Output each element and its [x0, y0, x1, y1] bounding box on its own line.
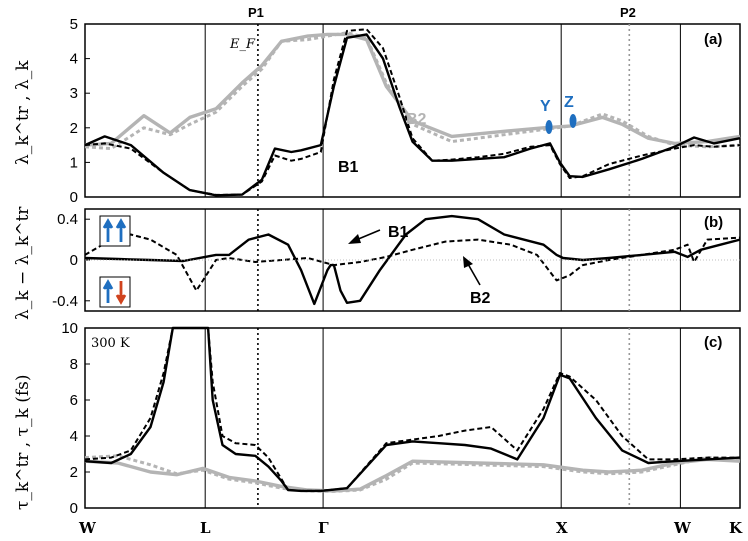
ytick-1-2: -0.4 — [52, 293, 78, 310]
panel-c-label: (c) — [704, 334, 722, 351]
ytick-2-2: 4 — [70, 428, 78, 445]
ylabel-c: τ_k^tr , τ_k (fs) — [13, 374, 33, 510]
high-symmetry-lines — [204, 24, 681, 508]
ytick-2-1: 2 — [70, 464, 78, 481]
series-0-b2 — [84, 32, 741, 147]
ytick-2-5: 10 — [61, 320, 78, 337]
x-label-k: K — [729, 519, 743, 537]
z-point-marker — [569, 114, 577, 128]
panel-c-frame — [84, 327, 741, 509]
ytick-2-3: 6 — [70, 392, 78, 409]
x-label-l: L — [200, 519, 211, 537]
panel-a-label: (a) — [704, 31, 722, 48]
b1-arrowhead — [348, 234, 361, 244]
y-ticks: 0 1 2 3 4 5 0.4 0 -0.4 0 2 4 6 8 10 — [52, 16, 90, 517]
spin-parallel-icon — [99, 215, 131, 247]
b2-arrowhead — [463, 256, 473, 268]
x-label-w: W — [78, 519, 97, 537]
ytick-1-0: 0.4 — [57, 211, 78, 228]
ytick-0-4: 4 — [70, 51, 78, 68]
x-label-gamma: Γ — [318, 519, 329, 537]
ytick-0-5: 5 — [70, 16, 78, 33]
fermi-label: E_F — [229, 37, 256, 52]
b2-annotation-b: B2 — [470, 290, 491, 307]
b2-arrow — [467, 263, 481, 286]
spin-antiparallel-icon — [99, 276, 131, 308]
series-layer — [84, 28, 741, 493]
x-label-w2: W — [673, 519, 692, 537]
ylabel-b: λ_k − λ_k^tr — [13, 206, 33, 320]
ytick-0-3: 3 — [70, 85, 78, 102]
series-2-b1 — [84, 326, 741, 493]
series-0-b2-tr — [84, 31, 741, 151]
p1-label: P1 — [248, 5, 264, 20]
y-point-label: Y — [540, 98, 551, 115]
temperature-label: 300 K — [91, 336, 130, 351]
ytick-2-4: 8 — [70, 356, 78, 373]
ytick-0-2: 2 — [70, 120, 78, 137]
panel-b-label: (b) — [704, 214, 723, 231]
series-1-b2 — [84, 233, 741, 292]
z-point-label: Z — [564, 94, 574, 111]
panel-a-frame — [84, 23, 741, 198]
ylabel-a: λ_k^tr , λ_k — [13, 60, 33, 165]
x-label-x: X — [556, 519, 568, 537]
p2-label: P2 — [620, 5, 636, 20]
ytick-2-0: 0 — [70, 500, 78, 517]
series-0-b1-tr — [84, 28, 741, 196]
ytick-1-1: 0 — [70, 252, 78, 269]
b1-annotation-a: B1 — [338, 159, 359, 176]
b2-annotation-a: B2 — [406, 111, 427, 128]
ytick-0-1: 1 — [70, 154, 78, 171]
series-2-b2-tr — [84, 454, 741, 493]
ytick-0-0: 0 — [70, 189, 78, 206]
b1-annotation-b: B1 — [388, 224, 409, 241]
y-point-marker — [545, 120, 553, 134]
b1-arrow — [355, 229, 381, 241]
series-2-b1-tr — [84, 327, 740, 492]
